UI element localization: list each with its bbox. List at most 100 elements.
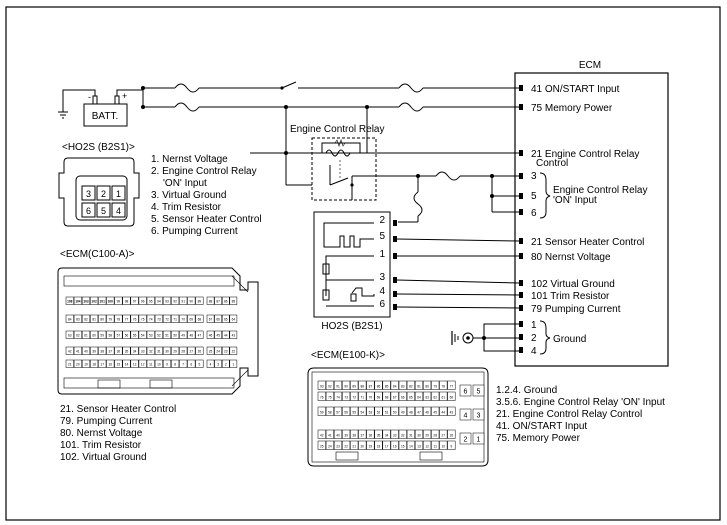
pin-cell	[358, 406, 367, 416]
pin-cell	[423, 440, 432, 450]
pin-cell	[447, 380, 456, 390]
pin-cell	[221, 359, 230, 368]
pin-number: 58	[328, 411, 332, 415]
pin-number: 34	[385, 434, 389, 438]
battery: BATT. - +	[58, 89, 143, 127]
ho2s-pin-num: 2	[379, 215, 385, 226]
pin-cell	[439, 429, 448, 439]
pin-number: 67	[209, 318, 213, 322]
fuse-symbol	[398, 83, 424, 93]
pin-number: 64	[417, 396, 421, 400]
pin-cell	[214, 296, 222, 305]
pin-number: 53	[369, 411, 373, 415]
cavity	[81, 185, 96, 201]
svg-text:3. Virtual Ground: 3. Virtual Ground	[151, 190, 226, 201]
pin-cell	[390, 391, 399, 401]
ecm-k-shell	[307, 367, 489, 467]
ecm-k-title: <ECM(E100-K)>	[311, 350, 385, 361]
pin-cell	[187, 314, 196, 323]
pin-cell	[114, 359, 123, 368]
pin-number: 68	[198, 318, 202, 322]
pin-cell	[317, 429, 326, 439]
pin-number: 75	[328, 396, 332, 400]
ecm-pin-num: 5	[531, 191, 537, 202]
pin-number: 55	[133, 334, 137, 338]
pin-cell	[390, 440, 399, 450]
pin-cell	[73, 359, 82, 368]
pin-number: 39	[92, 350, 96, 354]
pin-cell	[65, 330, 74, 339]
pin-number: 32	[401, 434, 405, 438]
engine-control-relay: Engine Control Relay	[290, 124, 385, 201]
pin-number: 19	[369, 445, 373, 449]
pin-number: 50	[173, 334, 177, 338]
ecm-pin-label: 75 Memory Power	[531, 103, 613, 114]
pin-number: 57	[336, 411, 340, 415]
power-feeds	[141, 81, 519, 186]
pin-number: 29	[173, 350, 177, 354]
pin-number: 93	[320, 385, 324, 389]
pin-cell	[325, 391, 334, 401]
pin-cell	[154, 314, 163, 323]
pin-number: 56	[125, 334, 129, 338]
pin-number: 93	[165, 300, 169, 304]
ecm-pin-marker	[519, 150, 523, 156]
pin-number: 77	[125, 318, 129, 322]
pin-cell	[325, 406, 334, 416]
pin-number: 9	[451, 445, 453, 449]
pin-cell	[162, 346, 172, 355]
pin-number: 89	[198, 300, 202, 304]
pin-cell	[195, 330, 204, 339]
pin-number: 33	[141, 350, 145, 354]
pin-cell	[221, 330, 230, 339]
pin-cell	[114, 346, 123, 355]
ecm-pin-label: 102 Virtual Ground	[531, 279, 615, 290]
svg-text:101. Trim Resistor: 101. Trim Resistor	[60, 440, 142, 451]
pin-cell	[333, 391, 343, 401]
pin-number: 35	[125, 350, 129, 354]
pin-number: 13	[133, 363, 137, 367]
cavity-num: 1	[116, 189, 121, 199]
pin-cell	[374, 391, 383, 401]
svg-text:102. Virtual Ground: 102. Virtual Ground	[60, 452, 147, 463]
pin-cell	[114, 296, 123, 305]
pin-number: 54	[141, 334, 145, 338]
pin-number: 7	[182, 363, 184, 367]
pin-number: 69	[190, 318, 194, 322]
pin-number: 11	[434, 445, 438, 449]
pin-number: 99	[117, 300, 121, 304]
pin-number: 65	[224, 318, 228, 322]
pin-cell	[98, 346, 107, 355]
pin-number: 49	[401, 411, 405, 415]
pin-cell	[414, 406, 424, 416]
pin-number: 41	[328, 434, 332, 438]
pin-number: 16	[393, 445, 397, 449]
pin-number: 59	[100, 334, 104, 338]
pin-number: 83	[76, 318, 80, 322]
pin-cell	[431, 406, 440, 416]
pin-cell	[195, 296, 204, 305]
pin-cell	[138, 296, 147, 305]
pin-cell	[206, 359, 215, 368]
pin-cell	[350, 391, 359, 401]
side-pin-cell	[459, 408, 472, 421]
relay-resistor	[334, 139, 346, 147]
pin-number: 78	[442, 385, 446, 389]
ho2s-pin-num: 1	[379, 249, 385, 260]
pin-number: 5	[199, 363, 201, 367]
pin-number: 82	[84, 318, 88, 322]
pin-cell	[350, 440, 359, 450]
pin-cell	[431, 429, 440, 439]
diagram-border	[5, 6, 721, 521]
pin-number: 23	[224, 350, 228, 354]
side-pin-number: 5	[477, 389, 481, 396]
pin-cell	[187, 296, 196, 305]
pin-number: 88	[361, 385, 365, 389]
pin-cell	[90, 346, 99, 355]
pin-cell	[206, 314, 215, 323]
ecm-pin-marker	[519, 104, 523, 110]
pin-number: 18	[377, 445, 381, 449]
ecm-a-shell	[57, 267, 259, 395]
pin-number: 76	[133, 318, 137, 322]
